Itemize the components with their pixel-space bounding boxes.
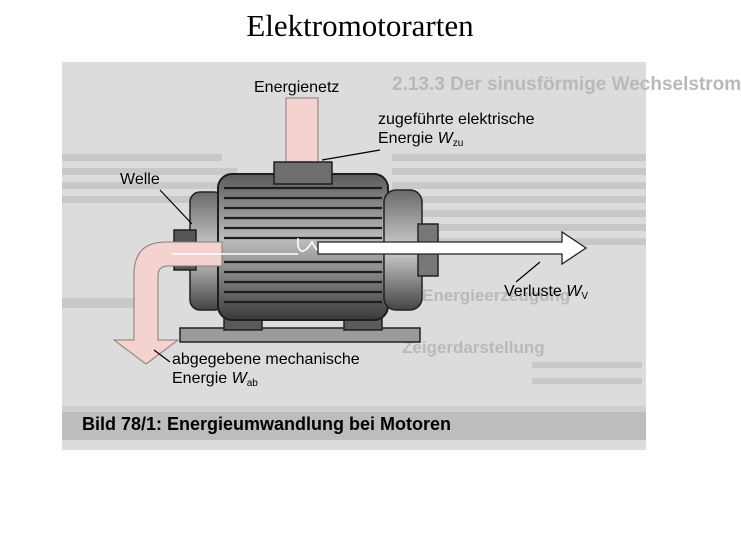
background-heading: 2.13.3 Der sinusförmige Wechselstrom [392,74,741,95]
label-energienetz: Energienetz [254,79,340,96]
label-zugefuehrte-line1: zugeführte elektrische [378,111,535,128]
label-abgegebene-line1: abgegebene mechanische [172,351,360,368]
label-verluste: Verluste WV [504,282,588,306]
caption-bar-stripe [62,406,646,412]
symbol-w-zu: W [437,130,453,147]
symbol-w-ab: W [231,370,247,387]
caption-bar [62,412,646,440]
background-subheading: Energieerzeugung [422,286,571,305]
label-abgegebene-line2: Energie Wab [172,369,360,393]
symbol-w-zu-subscript: zu [452,138,464,149]
leader-lines [153,149,541,363]
shaft-output-arrow [112,241,223,365]
label-welle: Welle [120,171,160,188]
label-zugefuehrte-line2: Energie Wzu [378,129,535,153]
losses-arrow [317,230,588,266]
label-abgegebene-energie-word: Energie [172,370,228,387]
motor-illustration [62,97,646,412]
symbol-w-ab-subscript: ab [246,378,258,389]
label-verluste-word: Verluste [504,283,562,300]
motor-body [217,161,389,321]
background-zeiger: Zeigerdarstellung [402,338,545,357]
label-zugefuehrte-energie-word: Energie [378,130,434,147]
figure-caption: Bild 78/1: Energieumwandlung bei Motoren [82,414,452,434]
symbol-w-v: W [566,283,582,300]
page-title: Elektromotorarten [246,8,474,43]
label-zugefuehrte-energie: zugeführte elektrische Energie Wzu [378,110,535,153]
symbol-w-v-subscript: V [581,291,589,302]
label-abgegebene-energie: abgegebene mechanische Energie Wab [172,350,360,393]
diagram-figure: 2.13.3 Der sinusförmige Wechselstrom Ene… [62,62,741,450]
